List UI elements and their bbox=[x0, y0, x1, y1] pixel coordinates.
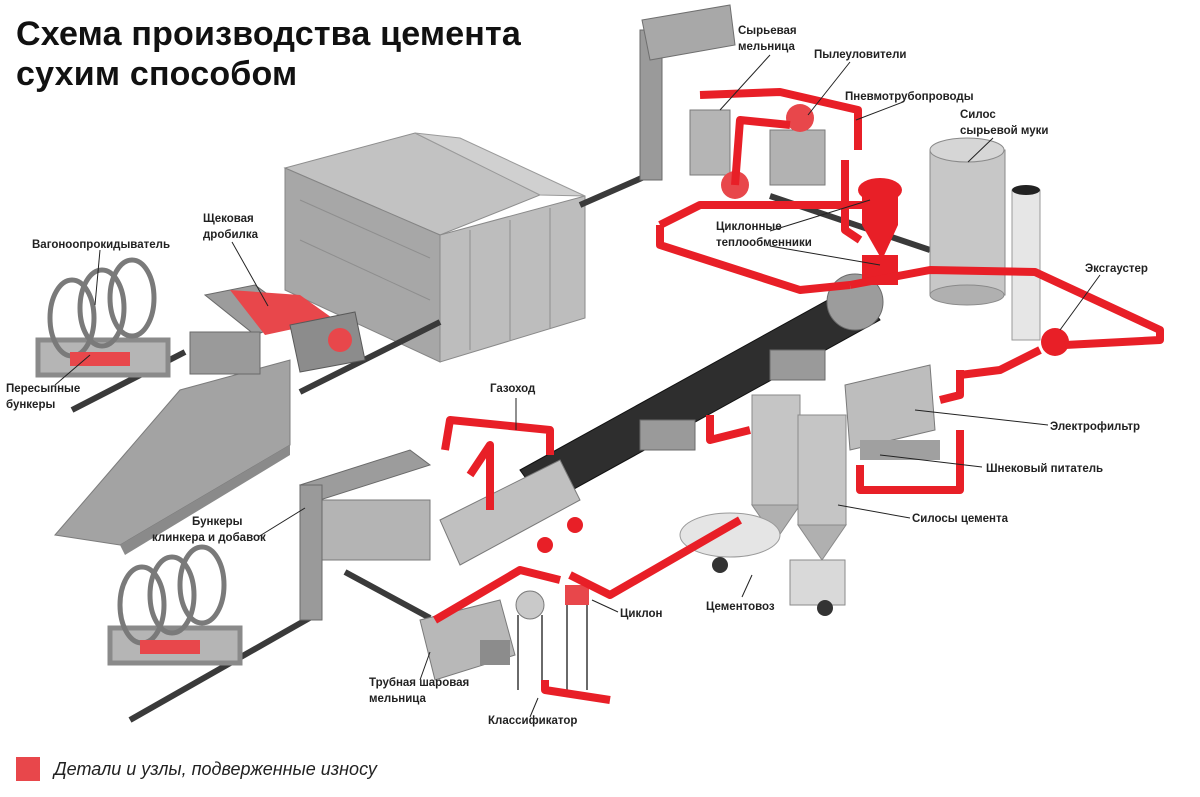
label-raw-silo-1: Силос bbox=[960, 109, 996, 121]
label-dust-collectors: Пылеуловители bbox=[814, 49, 906, 61]
label-clinker-bunkers-1: Бункеры bbox=[192, 516, 243, 528]
label-jaw-crusher-1: Щековая bbox=[203, 213, 254, 225]
legend-text: Детали и узлы, подверженные износу bbox=[54, 758, 377, 779]
legend: Детали и узлы, подверженные износу bbox=[16, 757, 377, 781]
chimney bbox=[1011, 185, 1041, 341]
label-clinker-bunkers-2: клинкера и добавок bbox=[152, 532, 266, 544]
label-cyclone-heat-exchangers-2: теплообменники bbox=[716, 237, 812, 249]
warehouse-building bbox=[283, 132, 586, 363]
dust-collectors bbox=[769, 104, 826, 186]
cyclone-unit bbox=[565, 585, 589, 690]
exhaust-fan bbox=[1041, 328, 1069, 356]
cement-silos bbox=[751, 394, 847, 561]
label-ball-mill-2: мельница bbox=[369, 693, 427, 705]
electrostatic-filter bbox=[844, 364, 940, 460]
title-line-2: сухим способом bbox=[16, 55, 298, 93]
label-gas-duct: Газоход bbox=[490, 383, 536, 395]
label-cyclone-heat-exchangers-1: Циклонные bbox=[716, 221, 782, 233]
legend-swatch bbox=[16, 757, 40, 781]
label-cyclone: Циклон bbox=[620, 608, 663, 620]
clinker-bunkers bbox=[298, 449, 432, 621]
label-raw-mill-2: мельница bbox=[738, 41, 796, 53]
label-classifier: Классификатор bbox=[488, 715, 577, 727]
cement-truck bbox=[679, 512, 846, 616]
raw-mill bbox=[639, 4, 749, 199]
label-wagon-tippler: Вагоноопрокидыватель bbox=[32, 239, 170, 251]
label-raw-silo-2: сырьевой муки bbox=[960, 125, 1049, 137]
label-jaw-crusher-2: дробилка bbox=[203, 229, 259, 241]
label-pneumo-pipelines: Пневмотрубопроводы bbox=[845, 91, 974, 103]
label-electrofilter: Электрофильтр bbox=[1050, 421, 1140, 433]
pipelines bbox=[432, 88, 1164, 704]
label-transfer-bunkers-2: бункеры bbox=[6, 399, 55, 411]
label-raw-mill-1: Сырьевая bbox=[738, 25, 797, 37]
ramp-and-crusher bbox=[54, 284, 366, 555]
page-title: Схема производства цемента сухим способо… bbox=[16, 14, 521, 94]
label-exhauster: Эксгаустер bbox=[1085, 263, 1148, 275]
cyclone-preheaters bbox=[858, 178, 902, 285]
leader-lines bbox=[54, 54, 1101, 718]
wagon-tippler-bottom bbox=[107, 544, 243, 666]
wagon-tippler-top bbox=[35, 257, 171, 378]
classifier bbox=[515, 590, 545, 690]
label-screw-feeder: Шнековый питатель bbox=[986, 463, 1103, 475]
label-ball-mill-1: Трубная шаровая bbox=[369, 677, 469, 689]
tube-ball-mill bbox=[419, 599, 516, 681]
label-transfer-bunkers-1: Пересыпные bbox=[6, 383, 80, 395]
title-line-1: Схема производства цемента bbox=[16, 15, 522, 53]
clinker-cooler bbox=[439, 459, 583, 566]
label-cement-truck: Цементовоз bbox=[706, 601, 775, 613]
label-cement-silos: Силосы цемента bbox=[912, 513, 1009, 525]
raw-meal-silo bbox=[929, 137, 1006, 306]
labels: Вагоноопрокидыватель Пересыпные бункеры … bbox=[6, 25, 1148, 727]
